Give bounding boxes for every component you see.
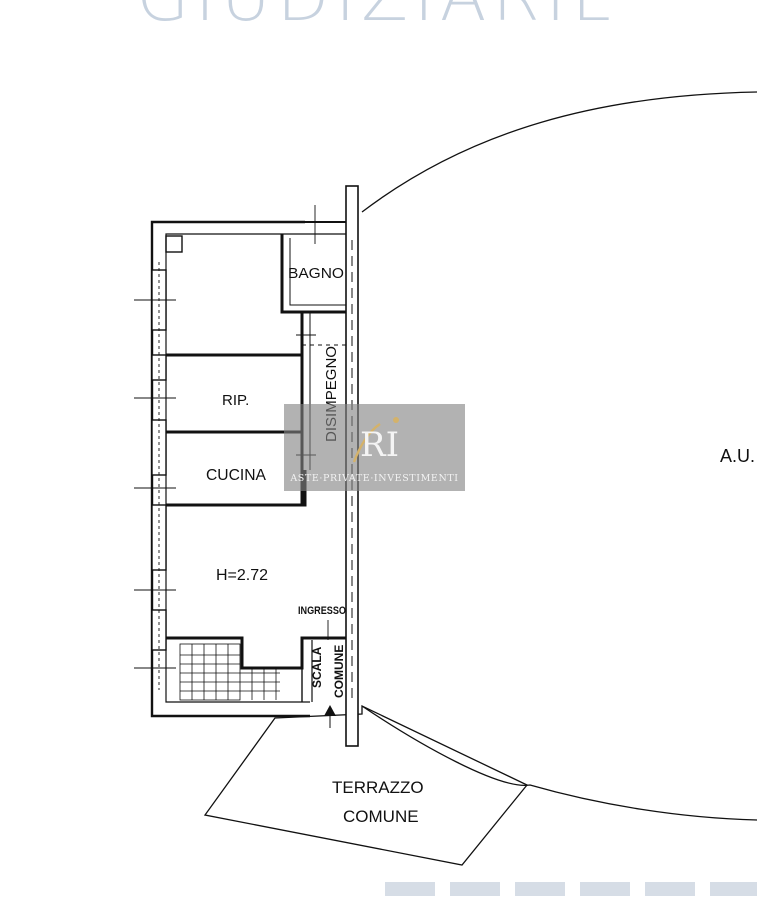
watermark-bottom	[385, 882, 757, 896]
au-area-curve	[361, 91, 757, 213]
svg-text:RI: RI	[360, 425, 399, 465]
label-rip: RIP.	[222, 392, 249, 409]
label-cucina: CUCINA	[206, 467, 266, 484]
label-scala: SCALA	[310, 646, 324, 688]
label-comune-stair: COMUNE	[332, 645, 346, 698]
stair-steps	[179, 643, 280, 701]
label-terrazzo-1: TERRAZZO	[332, 778, 424, 797]
terrazzo-outline	[203, 704, 529, 866]
entry-arrow	[324, 705, 336, 716]
au-area-curve-bottom	[361, 705, 757, 821]
label-ingresso: INGRESSO	[298, 605, 346, 617]
label-bagno: BAGNO	[288, 265, 344, 282]
logo-tagline: ASTE·PRIVATE·INVESTIMENTI	[290, 473, 459, 484]
logo-mark-icon: RI	[352, 417, 399, 465]
label-au: A.U.	[720, 446, 755, 466]
logo-overlay	[284, 404, 465, 491]
bagno-walls	[280, 234, 346, 314]
corner-pillar	[165, 235, 183, 253]
watermark-top: GIUDIZIARIE	[0, 0, 757, 37]
label-terrazzo-2: COMUNE	[343, 807, 419, 826]
label-height: H=2.72	[216, 567, 268, 584]
stair-walls	[166, 636, 346, 702]
